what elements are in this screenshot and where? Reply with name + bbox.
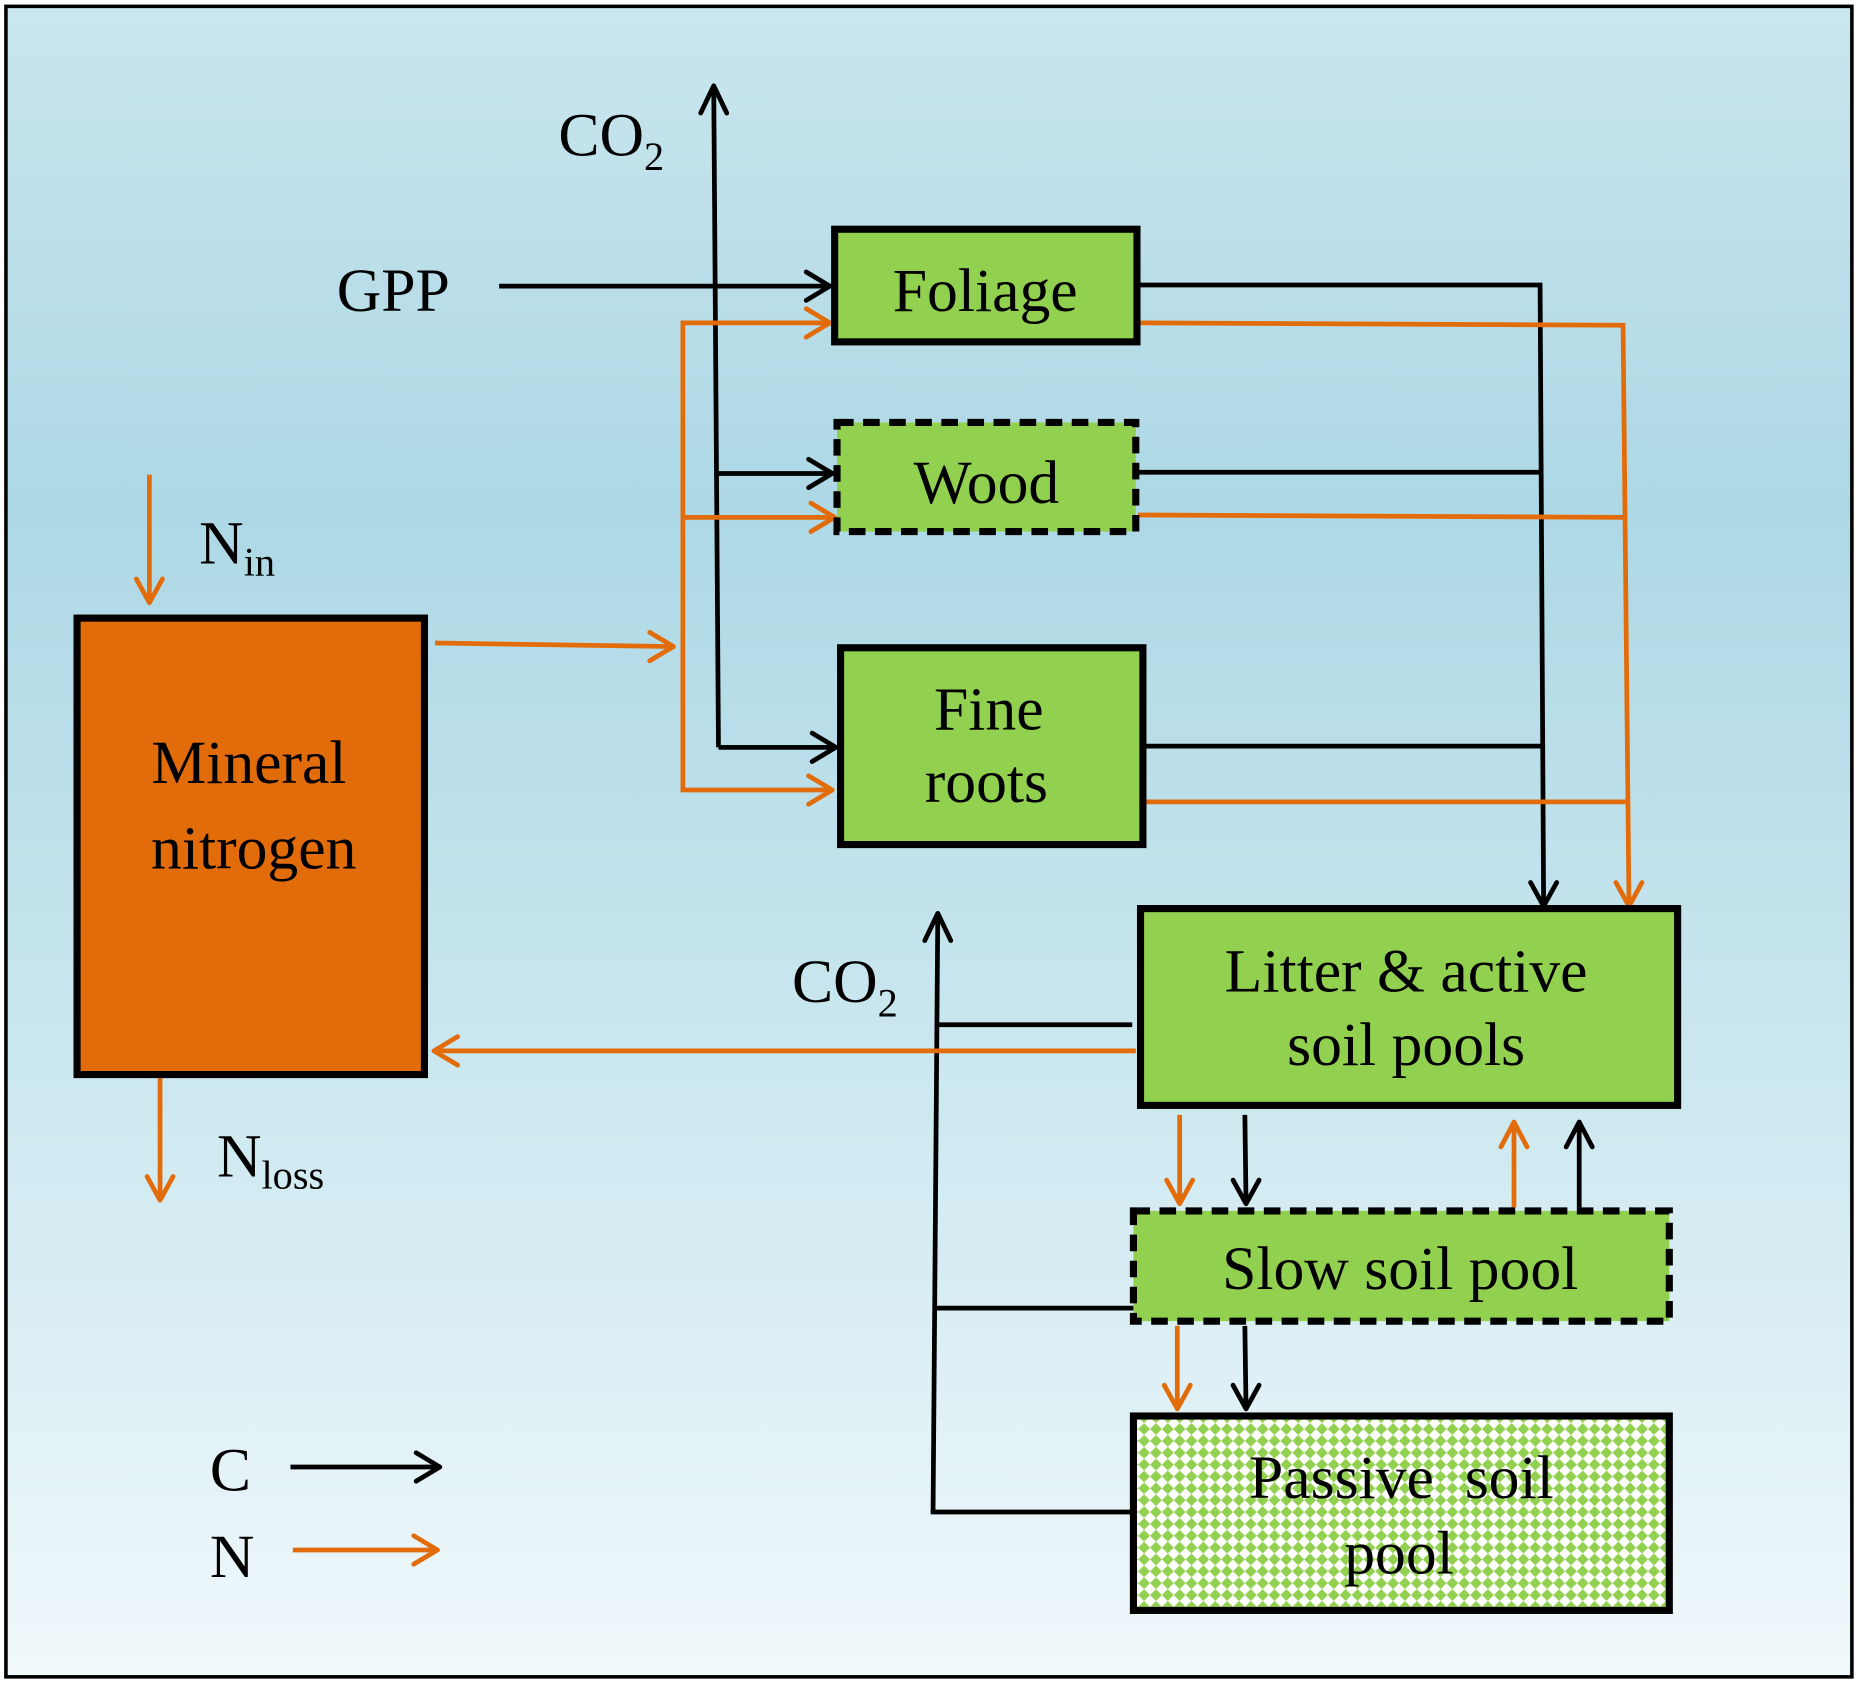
n-loss-main: N [217, 1123, 262, 1191]
litter-active-label-line1: Litter & active [1225, 938, 1588, 1006]
gpp-label: GPP [337, 257, 450, 325]
co2-top-sub: 2 [644, 134, 664, 179]
n-in-main: N [199, 510, 244, 578]
legend-carbon-symbol: C [210, 1437, 251, 1505]
carbon-to-wood-arrow [716, 456, 835, 491]
foliage-label: Foliage [893, 257, 1078, 325]
fine-roots-pool[interactable]: Fine roots [837, 644, 1147, 849]
wood-label: Wood [914, 449, 1060, 517]
legend-item-nitrogen: N [210, 1523, 440, 1591]
co2-top-main: CO [558, 102, 644, 170]
legend-nitrogen-symbol: N [210, 1523, 255, 1591]
foliage-pool[interactable]: Foliage [831, 225, 1141, 346]
slow-soil-pool[interactable]: Slow soil pool [1129, 1207, 1673, 1325]
legend-item-carbon: C [210, 1437, 443, 1505]
n-in-label: Nin [199, 510, 275, 585]
n-in-arrow [133, 474, 165, 606]
n-loss-sub: loss [261, 1152, 324, 1197]
litter-active-pool[interactable]: Litter & active soil pools [1136, 905, 1682, 1109]
gpp-to-foliage-arrow [499, 269, 833, 303]
carbon-slow-to-passive-arrow [1230, 1325, 1262, 1412]
nitrogen-litterfall-flow [1138, 320, 1645, 909]
slow-soil-label: Slow soil pool [1222, 1235, 1578, 1303]
carbon-slow-to-litter-arrow [1563, 1119, 1595, 1208]
nitrogen-mineralization-arrow [431, 1034, 1136, 1068]
mineral-nitrogen-label-line1: Mineral [151, 729, 346, 797]
mineral-nitrogen-label-line2: nitrogen [151, 814, 356, 882]
co2-soil-respiration-flow [922, 910, 1134, 1515]
nitrogen-litter-to-slow-arrow [1164, 1114, 1196, 1207]
n-loss-label: Nloss [217, 1123, 324, 1198]
wood-pool[interactable]: Wood [833, 418, 1140, 536]
passive-soil-pool[interactable]: Passive soil pool [1129, 1412, 1673, 1615]
passive-soil-label-line2: pool [1344, 1520, 1454, 1588]
co2-bottom-sub: 2 [878, 980, 898, 1025]
co2-top-flow [698, 83, 730, 748]
legend: C N [210, 1437, 443, 1591]
nitrogen-slow-to-litter-arrow [1498, 1119, 1530, 1208]
fine-roots-label-line1: Fine [934, 676, 1044, 744]
co2-top-label: CO2 [558, 102, 664, 179]
n-loss-arrow [144, 1073, 176, 1203]
fine-roots-label-line2: roots [925, 748, 1048, 816]
co2-bottom-main: CO [792, 948, 878, 1016]
nitrogen-slow-to-passive-arrow [1161, 1325, 1193, 1412]
carbon-to-fine-roots-arrow [718, 730, 839, 764]
nitrogen-uptake-flow [435, 306, 838, 807]
carbon-litterfall-flow [1135, 282, 1560, 909]
mineral-nitrogen-pool[interactable]: Mineral nitrogen [73, 614, 428, 1079]
carbon-litter-to-slow-arrow [1230, 1114, 1262, 1207]
passive-soil-label-line1: Passive soil [1249, 1444, 1554, 1512]
co2-bottom-label: CO2 [792, 948, 898, 1025]
litter-active-label-line2: soil pools [1287, 1011, 1525, 1079]
n-in-sub: in [244, 539, 275, 584]
